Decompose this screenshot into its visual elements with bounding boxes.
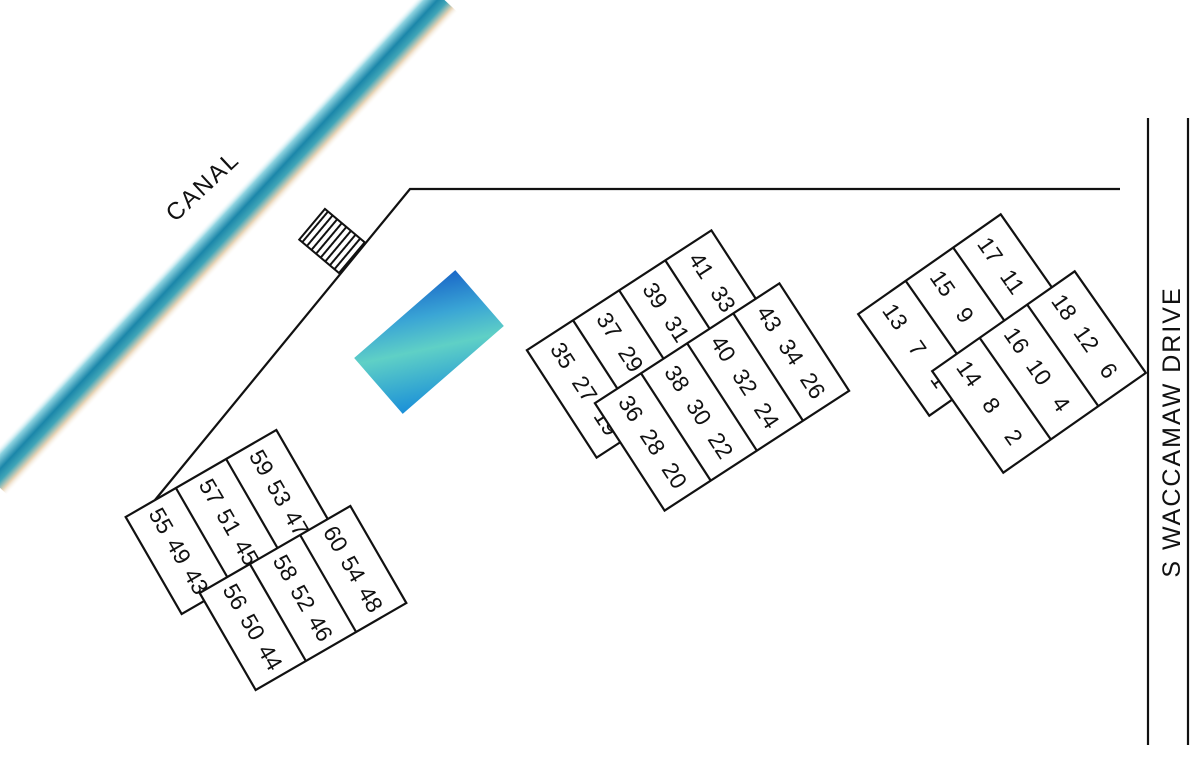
- unit-divider: [248, 563, 307, 662]
- unit-divider: [1026, 303, 1100, 407]
- property-boundary: [154, 187, 1120, 501]
- unit-divider: [299, 534, 358, 633]
- building-outline: [930, 269, 1148, 475]
- canal: [0, 0, 458, 495]
- pool-icon: [354, 270, 504, 414]
- unit-divider: [686, 342, 758, 452]
- stairs-icon: [297, 207, 367, 275]
- building-outline: [198, 504, 408, 692]
- road-label: S WACCAMAW DRIVE: [1158, 286, 1186, 577]
- unit-divider: [174, 487, 233, 586]
- buildings: 5549435751455953475650445852466054483527…: [124, 212, 1148, 692]
- unit-divider: [225, 458, 284, 557]
- road: [1146, 118, 1190, 745]
- unit-divider: [732, 312, 804, 422]
- unit-divider: [640, 372, 712, 482]
- unit-divider: [978, 337, 1052, 441]
